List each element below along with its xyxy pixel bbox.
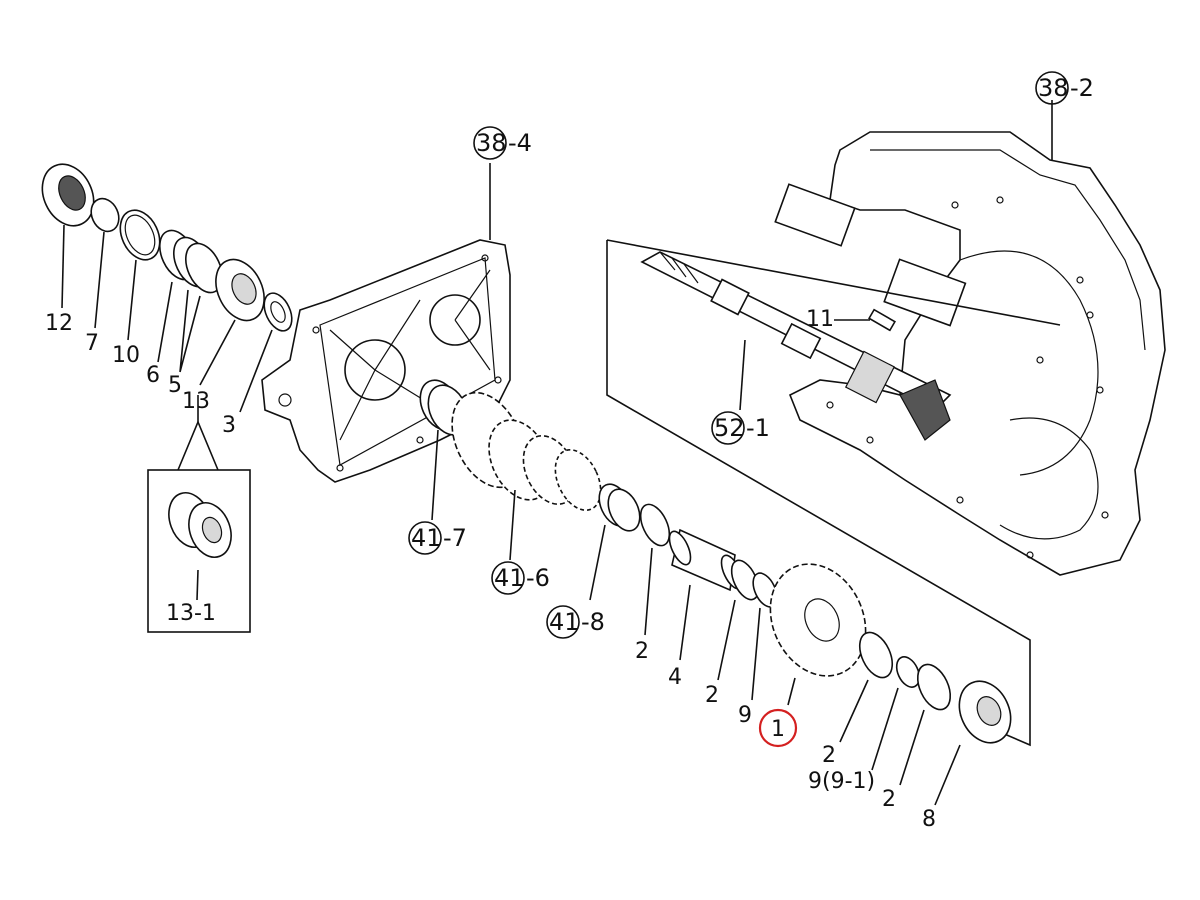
ref-38-4-suffix: -4 — [508, 129, 532, 157]
ref-41-7-number: 41 — [411, 524, 442, 552]
gears — [419, 379, 1012, 744]
label-13-1: 13-1 — [166, 601, 216, 626]
ref-38-2-number: 38 — [1038, 74, 1069, 102]
label-12: 12 — [45, 311, 73, 336]
ref-41-7-suffix: -7 — [443, 524, 467, 552]
label-2-d: 2 — [882, 787, 896, 812]
inset-13-1 — [147, 395, 251, 633]
ref-41-8-number: 41 — [549, 608, 580, 636]
ref-41-6-number: 41 — [494, 564, 525, 592]
highlight-circle-part-1 — [758, 708, 798, 748]
ref-52-1-suffix: -1 — [746, 414, 770, 442]
ref-38-2-suffix: -2 — [1070, 74, 1094, 102]
label-2-b: 2 — [705, 683, 719, 708]
label-7: 7 — [85, 331, 99, 356]
label-1: 1 — [771, 717, 785, 742]
leader-lines — [61, 100, 1053, 806]
shaft-52-1 — [640, 251, 952, 441]
ref-41-8-suffix: -8 — [581, 608, 605, 636]
label-9-9-1: 9(9-1) — [808, 769, 875, 794]
label-10: 10 — [112, 343, 140, 368]
left-parts — [41, 163, 293, 332]
label-4: 4 — [668, 665, 682, 690]
housing-38-2 — [774, 131, 1166, 576]
label-3: 3 — [222, 413, 236, 438]
label-8: 8 — [922, 807, 936, 832]
label-6: 6 — [146, 363, 160, 388]
label-13: 13 — [182, 389, 210, 414]
label-9: 9 — [738, 703, 752, 728]
label-2-c: 2 — [822, 743, 836, 768]
label-5: 5 — [168, 373, 182, 398]
label-2-a: 2 — [635, 639, 649, 664]
callout-circles — [408, 71, 1069, 748]
ref-52-1-number: 52 — [714, 414, 745, 442]
label-11: 11 — [806, 307, 834, 332]
ref-41-6-suffix: -6 — [526, 564, 550, 592]
labels: 12 7 10 6 5 13 3 13-1 38 -4 38 -2 11 52 … — [45, 74, 1094, 832]
ref-38-4-number: 38 — [476, 129, 507, 157]
